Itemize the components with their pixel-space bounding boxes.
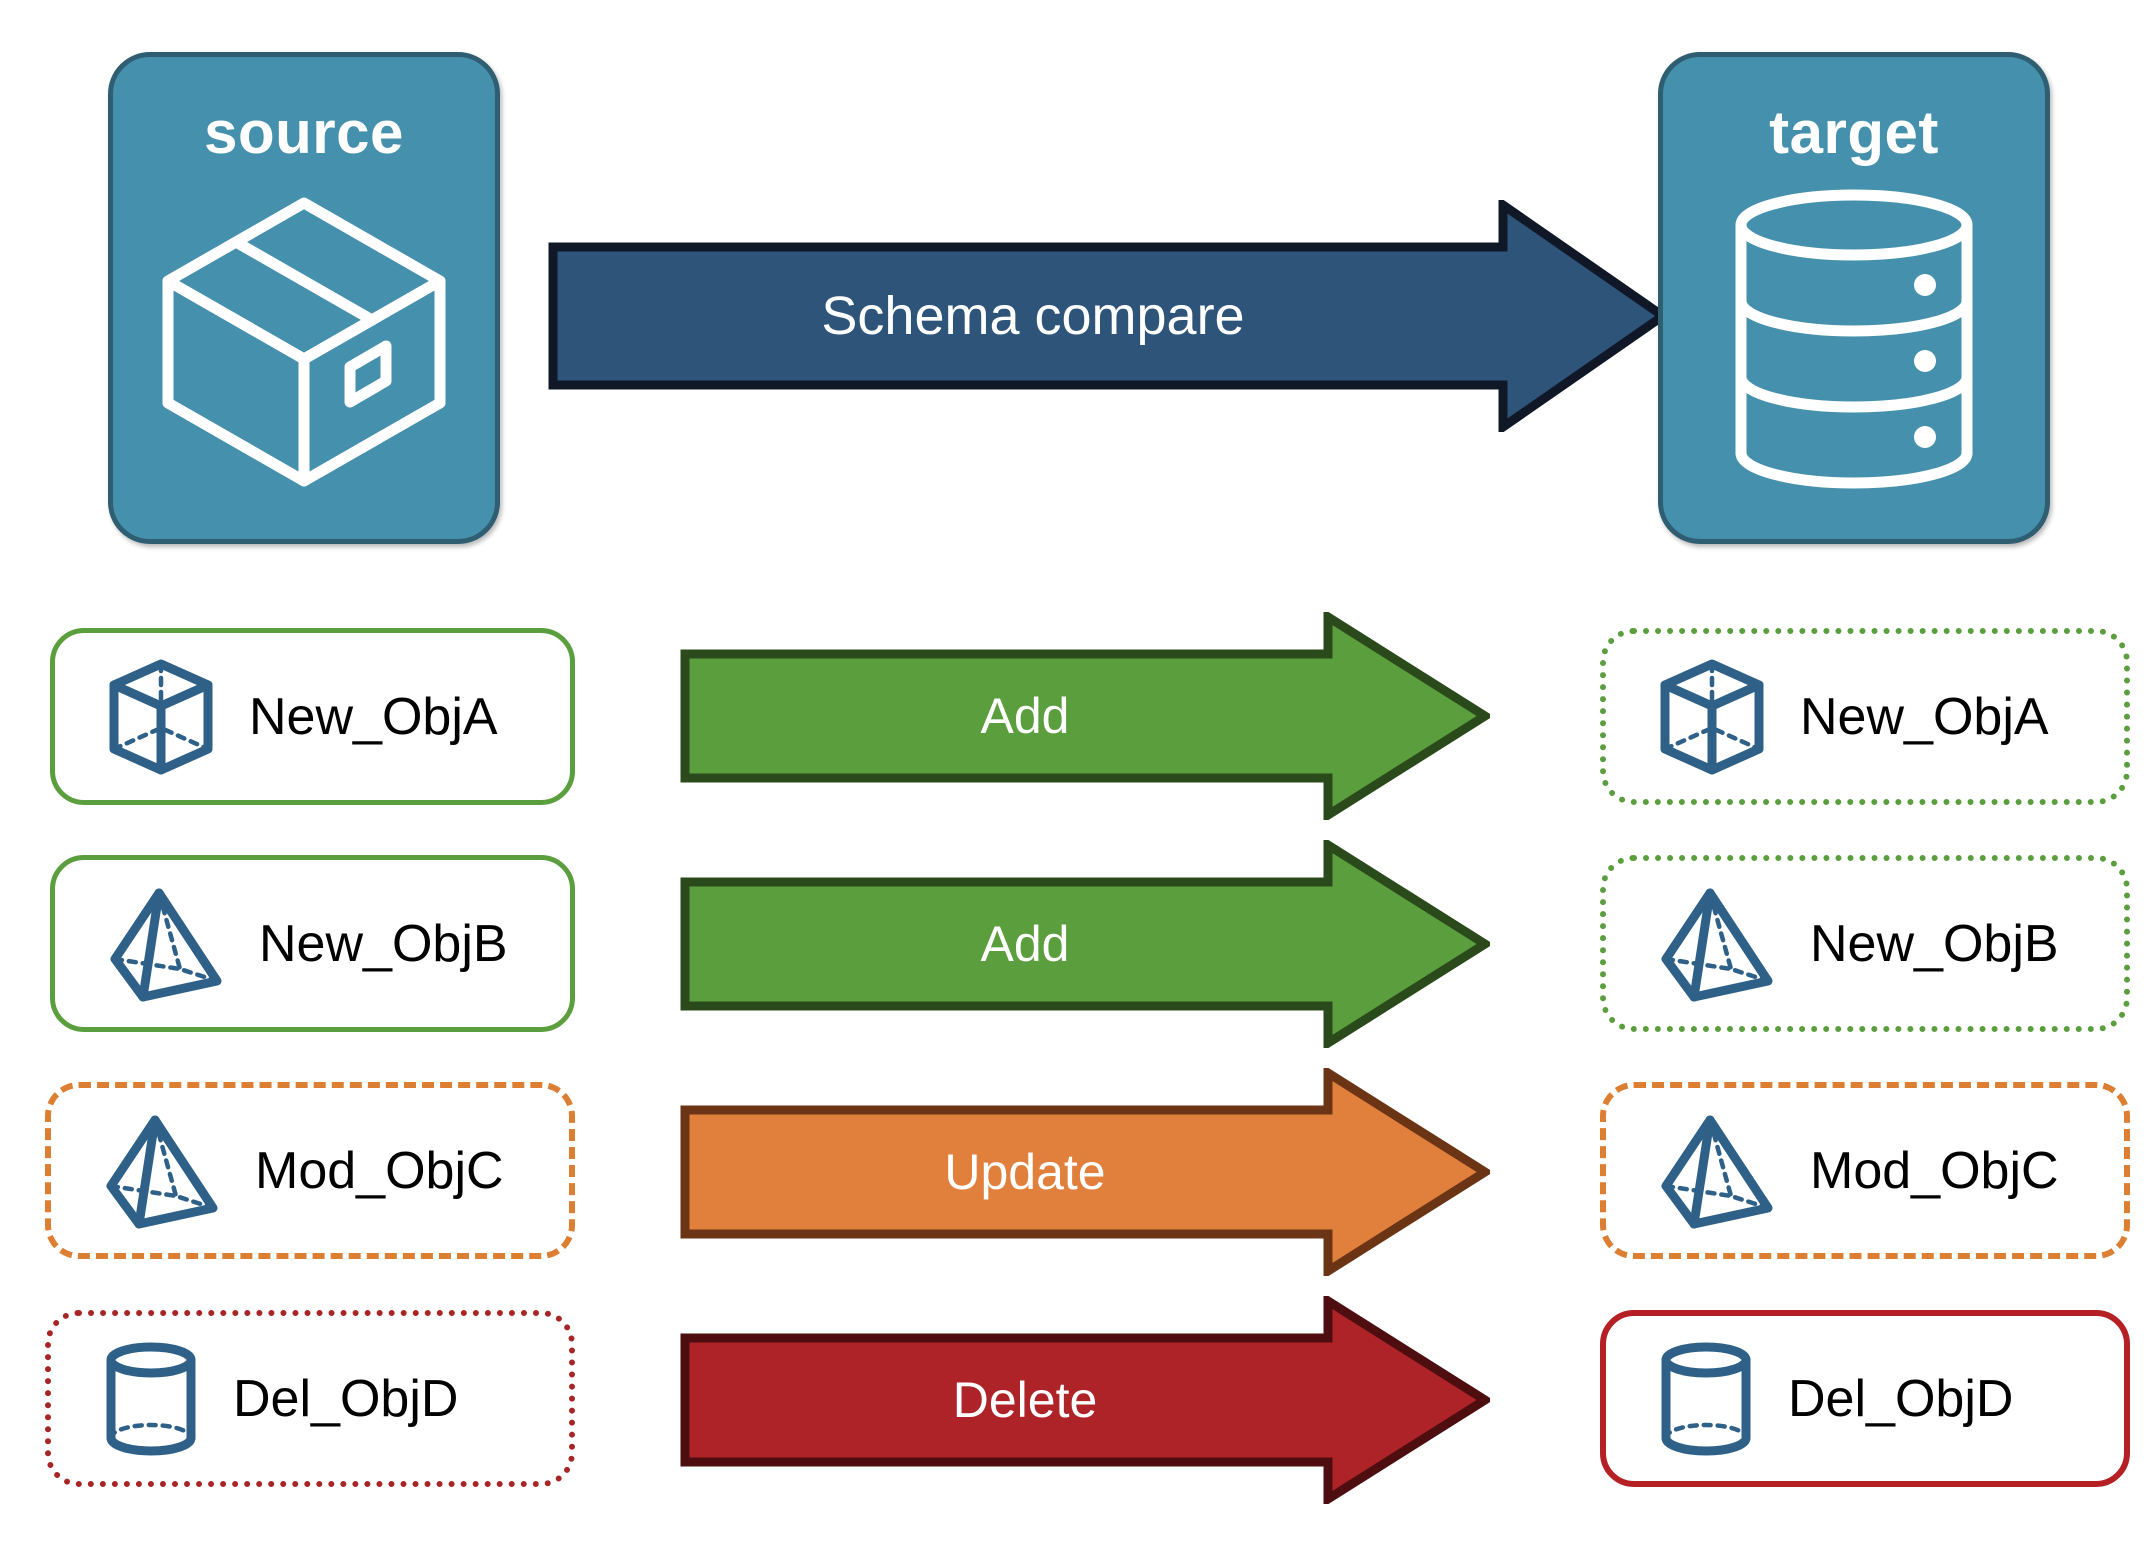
database-cylinder-icon — [1729, 189, 1979, 494]
source-object-label-4: Del_ObjD — [233, 1369, 459, 1428]
source-object-card-4[interactable]: Del_ObjD — [45, 1310, 575, 1487]
schema-compare-arrow[interactable]: Schema compare — [548, 200, 1668, 432]
wireframe-pyramid-icon — [1658, 885, 1776, 1003]
target-object-card-4[interactable]: Del_ObjD — [1600, 1310, 2130, 1487]
source-object-label-3: Mod_ObjC — [255, 1141, 504, 1200]
source-endpoint-card[interactable]: source — [108, 52, 500, 544]
source-object-card-2[interactable]: New_ObjB — [50, 855, 575, 1032]
source-object-card-1[interactable]: New_ObjA — [50, 628, 575, 805]
source-object-label-1: New_ObjA — [249, 687, 498, 746]
source-title: source — [204, 99, 404, 166]
wireframe-pyramid-icon — [107, 885, 225, 1003]
row-arrow-update[interactable]: Update — [680, 1068, 1490, 1276]
target-object-label-1: New_ObjA — [1800, 687, 2049, 746]
target-object-card-1[interactable]: New_ObjA — [1600, 628, 2130, 805]
target-object-label-4: Del_ObjD — [1788, 1369, 2014, 1428]
wireframe-cylinder-icon — [103, 1340, 199, 1458]
source-object-label-2: New_ObjB — [259, 914, 508, 973]
wireframe-cylinder-icon — [1658, 1340, 1754, 1458]
target-object-label-2: New_ObjB — [1810, 914, 2059, 973]
target-object-card-2[interactable]: New_ObjB — [1600, 855, 2130, 1032]
wireframe-pyramid-icon — [103, 1112, 221, 1230]
target-object-card-3[interactable]: Mod_ObjC — [1600, 1082, 2130, 1259]
row-arrow-add-2[interactable]: Add — [680, 840, 1490, 1048]
wireframe-cube-icon — [107, 658, 215, 776]
wireframe-cube-icon — [1658, 658, 1766, 776]
target-title: target — [1769, 99, 1939, 166]
target-object-label-3: Mod_ObjC — [1810, 1141, 2059, 1200]
wireframe-pyramid-icon — [1658, 1112, 1776, 1230]
package-box-icon — [154, 189, 454, 499]
row-arrow-add-1[interactable]: Add — [680, 612, 1490, 820]
row-arrow-delete[interactable]: Delete — [680, 1296, 1490, 1504]
target-endpoint-card[interactable]: target — [1658, 52, 2050, 544]
source-object-card-3[interactable]: Mod_ObjC — [45, 1082, 575, 1259]
